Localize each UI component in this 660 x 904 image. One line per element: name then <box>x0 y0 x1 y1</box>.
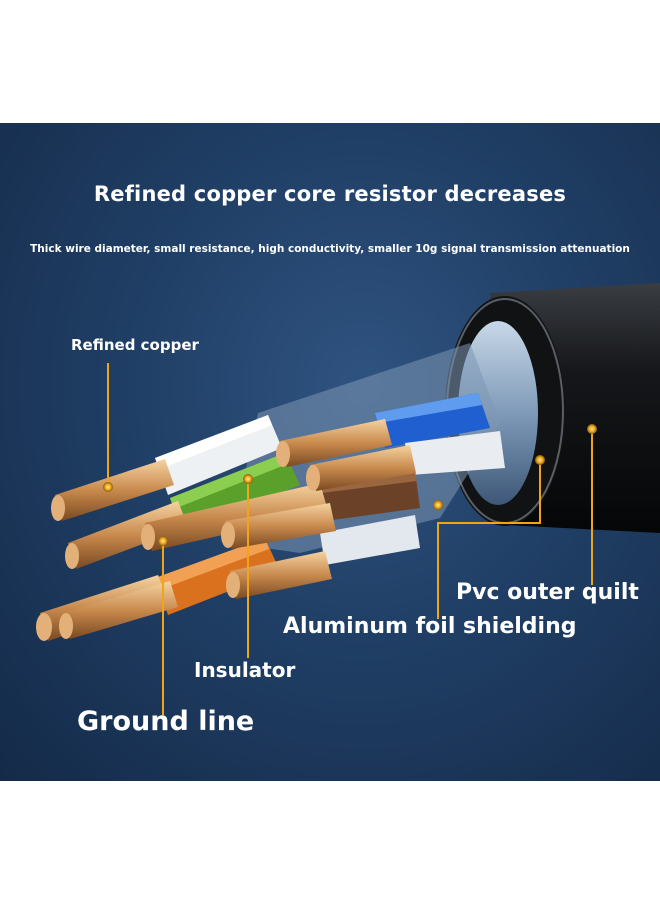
callout-dot-insulator <box>243 474 253 484</box>
insulated-wire-white-low <box>320 515 420 565</box>
callout-dot-ground <box>158 536 168 546</box>
insulated-wire-blue <box>375 393 490 448</box>
insulated-wire-white-top <box>155 415 282 495</box>
cable-diagram-panel: Refined copper core resistor decreases T… <box>0 123 660 781</box>
label-ground-line: Ground line <box>77 706 255 737</box>
callout-dot-pvc <box>587 424 597 434</box>
callout-dot-refined-copper <box>103 482 113 492</box>
callout-dot-foil-shield <box>535 455 545 465</box>
subheadline: Thick wire diameter, small resistance, h… <box>30 243 630 255</box>
callout-lines <box>107 363 593 715</box>
headline: Refined copper core resistor decreases <box>93 182 567 206</box>
callout-dots <box>103 424 597 546</box>
insulated-wire-white-mid <box>405 431 505 475</box>
label-pvc-outer-quilt: Pvc outer quilt <box>456 580 639 605</box>
label-insulator: Insulator <box>194 658 296 682</box>
cable-illustration <box>36 283 660 715</box>
copper-strands <box>36 419 416 641</box>
callout-dot-alu-wire <box>433 500 443 510</box>
label-refined-copper: Refined copper <box>71 336 199 354</box>
label-aluminum-foil-shielding: Aluminum foil shielding <box>283 614 577 639</box>
callout-line-foil-shield <box>437 460 541 619</box>
